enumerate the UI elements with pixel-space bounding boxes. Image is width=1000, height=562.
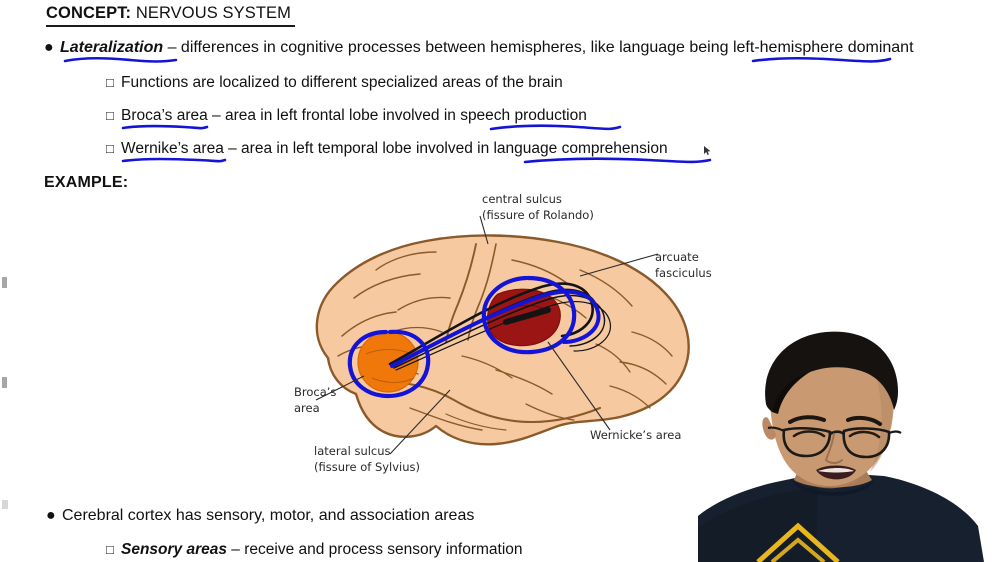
term-sensory-areas: Sensory areas [121, 541, 227, 558]
ink-underline-brocas-area [121, 123, 209, 132]
bullet-lateralization: ● Lateralization – differences in cogniti… [44, 39, 914, 57]
edge-mark [2, 500, 8, 509]
bullet-marker: □ [106, 542, 114, 557]
bullet-text: Functions are localized to different spe… [121, 74, 563, 91]
example-label: EXAMPLE: [44, 174, 129, 191]
bullet-marker: □ [106, 108, 114, 123]
bullet-marker: ● [46, 507, 56, 524]
ink-underline-lateralization [63, 55, 178, 65]
bullet-functions-localized: □ Functions are localized to different sp… [106, 74, 563, 91]
diagram-label-wernickes-area: Wernicke’s area [590, 428, 682, 442]
page-title-keyword: CONCEPT: [46, 4, 132, 22]
bullet-text: Broca’s area – area in left frontal lobe… [121, 107, 587, 124]
edge-mark [2, 277, 7, 288]
bullet-marker: □ [106, 141, 114, 156]
bullet-text: – receive and process sensory informatio… [227, 541, 523, 558]
page-title: CONCEPT: NERVOUS SYSTEM [46, 4, 291, 23]
bullet-cerebral-cortex: ● Cerebral cortex has sensory, motor, and… [46, 507, 474, 525]
edge-mark [2, 377, 7, 388]
bullet-text: Cerebral cortex has sensory, motor, and … [62, 507, 475, 524]
bullet-wernikes-area: □ Wernike’s area – area in left temporal … [106, 140, 668, 157]
page-title-rest: NERVOUS SYSTEM [131, 4, 291, 22]
ink-underline-language-comprehension [523, 156, 712, 166]
bullet-brocas-area: □ Broca’s area – area in left frontal lob… [106, 107, 587, 124]
ink-underline-left-hemisphere-dominant [751, 55, 892, 65]
term-lateralization: Lateralization [60, 39, 164, 56]
diagram-label-lateral-sulcus: lateral sulcus (fissure of Sylvius) [314, 444, 421, 474]
webcam-overlay [698, 330, 1000, 562]
ink-underline-wernikes-area [121, 156, 227, 165]
diagram-label-central-sulcus: central sulcus (fissure of Rolando) [482, 192, 594, 222]
ink-underline-speech-production [489, 123, 622, 133]
bullet-marker: ● [44, 39, 54, 56]
bullet-sensory-areas: □ Sensory areas – receive and process sen… [106, 541, 523, 558]
bullet-marker: □ [106, 75, 114, 90]
bullet-text: – differences in cognitive processes bet… [163, 39, 914, 56]
diagram-label-brocas-area: Broca’s area [294, 385, 337, 415]
bullet-text: Wernike’s area – area in left temporal l… [121, 140, 668, 157]
diagram-label-arcuate-fasciculus: arcuate fasciculus [655, 250, 712, 280]
page-title-underline [46, 25, 295, 27]
brain-diagram [280, 186, 750, 486]
cursor-artifact [703, 145, 712, 156]
